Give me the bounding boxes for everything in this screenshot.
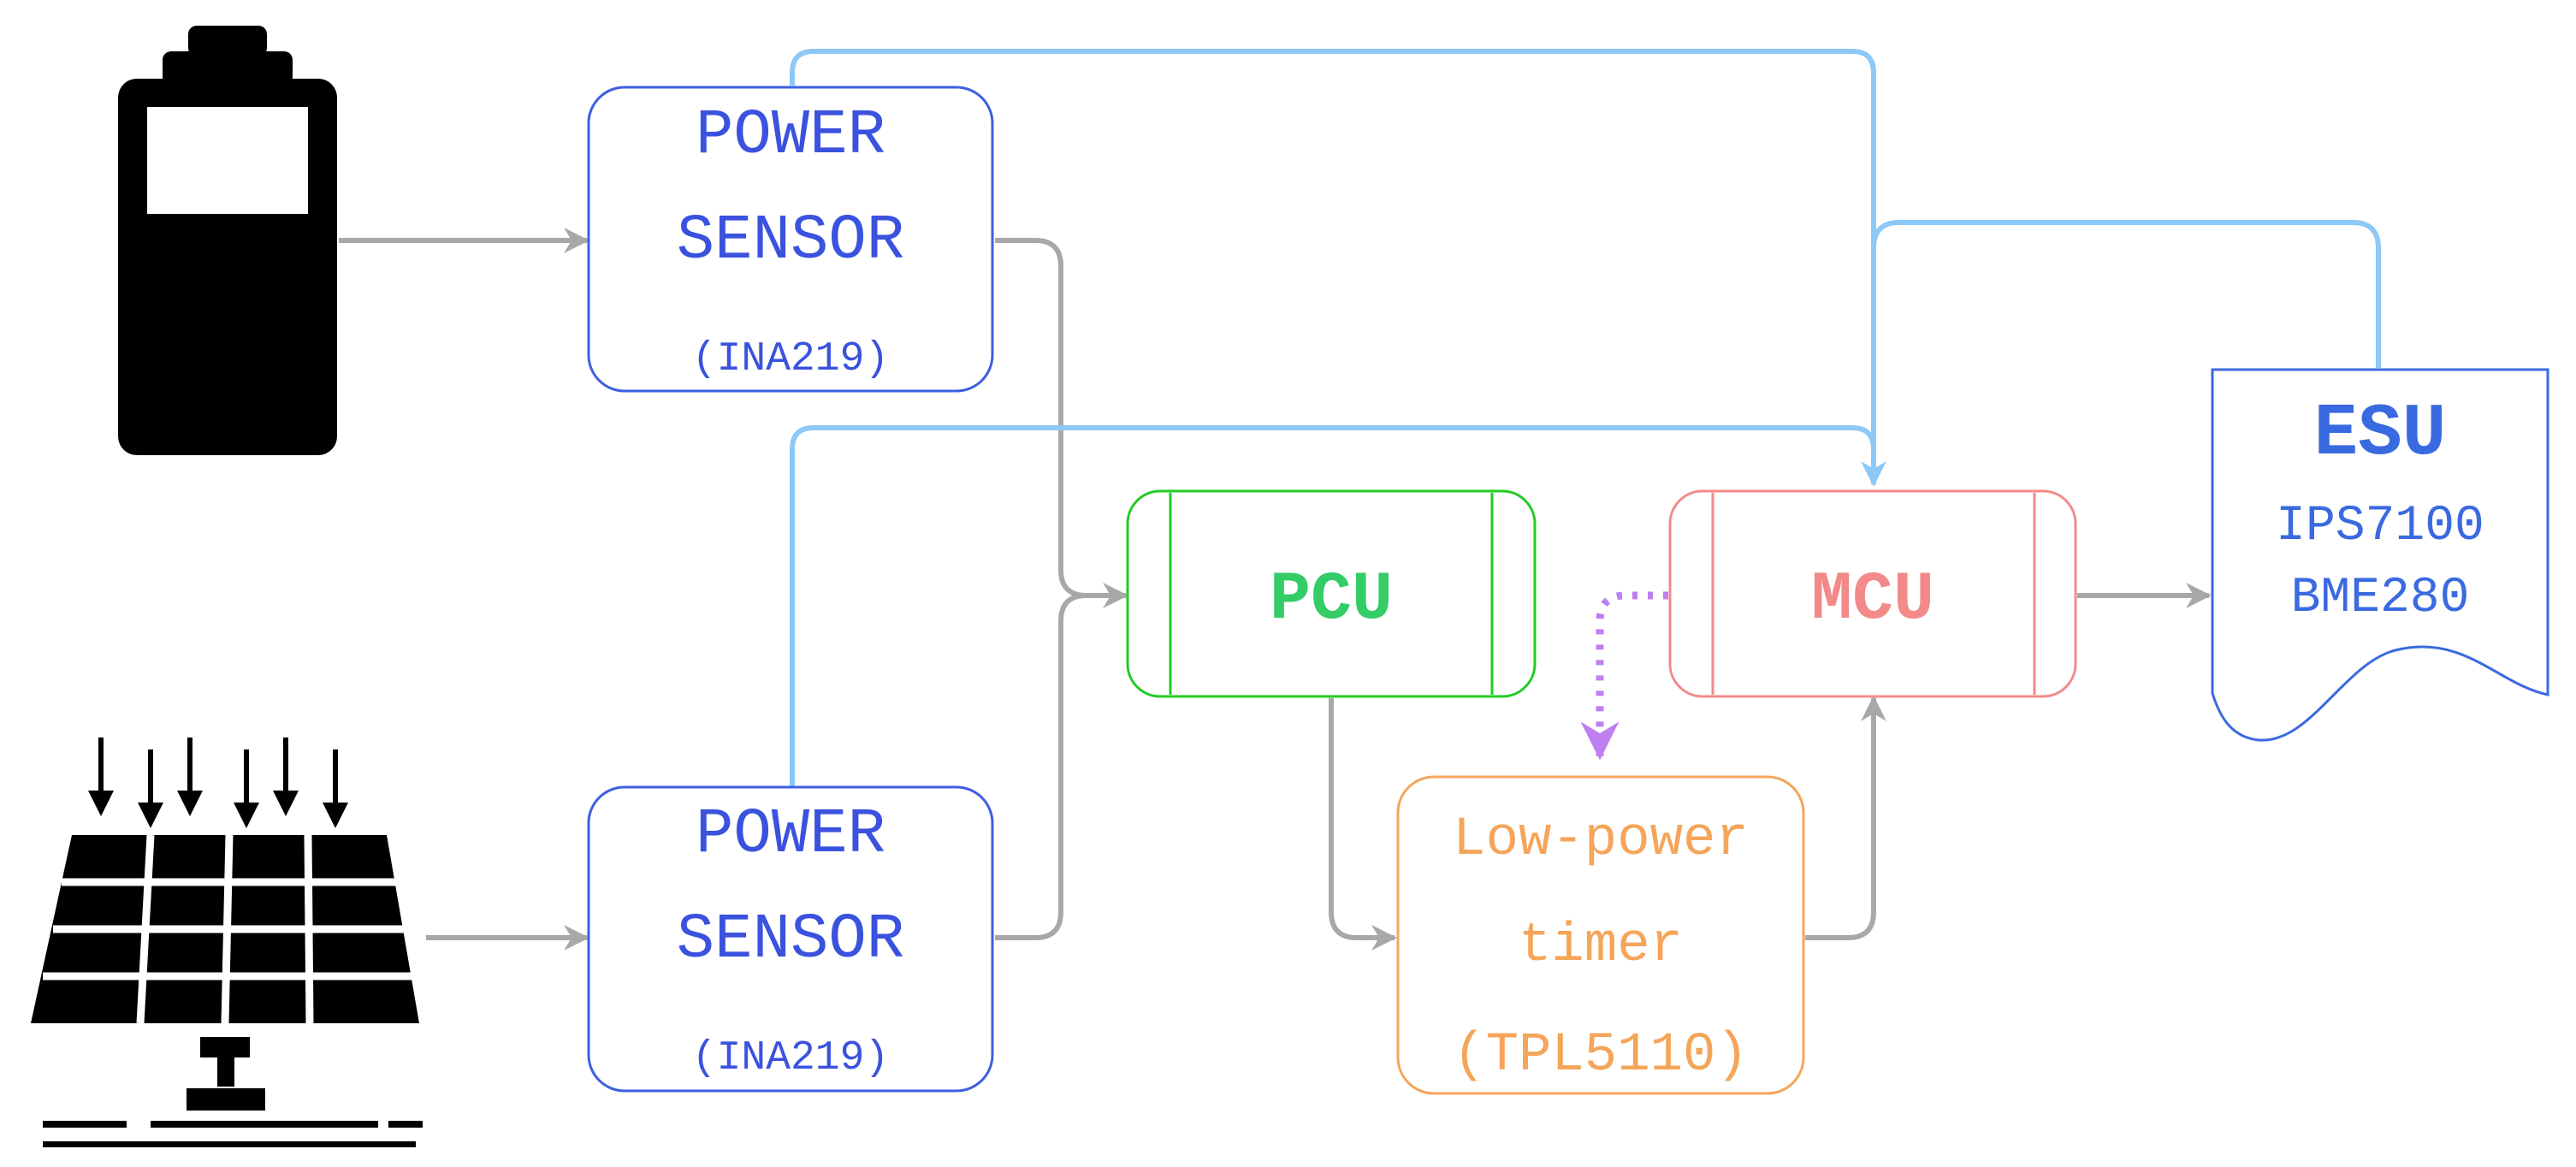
bottom-sensor-to-pcu-line	[995, 593, 1087, 940]
esu-data-line	[1871, 220, 2381, 368]
power-sensor-bottom-line2: SENSOR	[677, 904, 904, 976]
pcu-label: PCU	[1270, 561, 1393, 639]
timer-to-mcu-line	[1805, 696, 1886, 940]
bottom-sensor-data-line	[790, 425, 1876, 787]
esu-sensor2: BME280	[2291, 571, 2470, 626]
timer-line1: Low-power	[1453, 809, 1749, 871]
mcu-to-timer-wake-line	[1580, 591, 1668, 761]
timer-box: Low-power timer (TPL5110)	[1396, 775, 1805, 1095]
pcu-box: PCU	[1126, 489, 1537, 698]
power-sensor-bottom-part: (INA219)	[692, 1035, 889, 1081]
timer-line2: timer	[1519, 915, 1683, 977]
mcu-box: MCU	[1668, 489, 2077, 698]
top-sensor-data-line	[790, 49, 1886, 487]
esu-sensor1: IPS7100	[2276, 499, 2484, 554]
pcu-to-timer-line	[1329, 698, 1397, 951]
power-sensor-top-line2: SENSOR	[677, 205, 904, 277]
solar-panel-icon	[31, 738, 423, 1147]
esu-box: ESU IPS7100 BME280	[2211, 368, 2549, 742]
power-sensor-bottom-box: POWER SENSOR (INA219)	[587, 785, 994, 1093]
power-sensor-top-part: (INA219)	[692, 336, 889, 382]
timer-part: (TPL5110)	[1453, 1025, 1749, 1087]
top-sensor-to-pcu-line	[995, 238, 1128, 608]
esu-label: ESU	[2314, 392, 2447, 476]
power-sensor-top-line1: POWER	[696, 100, 885, 172]
mcu-label: MCU	[1811, 561, 1934, 639]
power-sensor-bottom-line1: POWER	[696, 799, 885, 871]
battery-icon	[118, 26, 337, 455]
power-sensor-top-box: POWER SENSOR (INA219)	[587, 86, 994, 393]
